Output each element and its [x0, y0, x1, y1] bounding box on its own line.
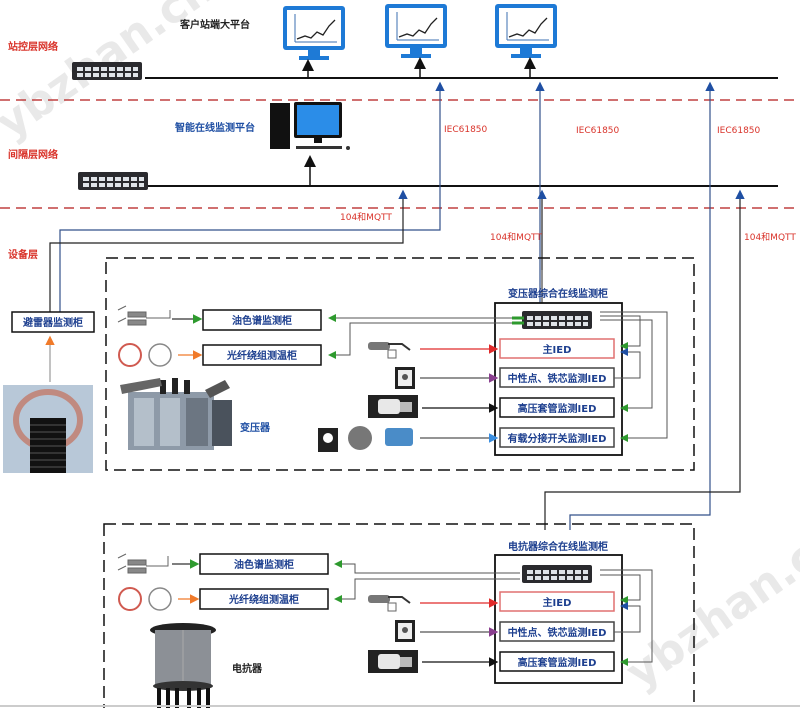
protocol-label-mqtt: 104和MQTT: [744, 232, 796, 243]
main-ied: [499, 338, 615, 359]
layer-label-station: 站控层网络: [8, 40, 58, 53]
link: [600, 319, 653, 412]
arrester-cabinet: [11, 311, 95, 333]
link: [614, 602, 641, 633]
fiber-sensor-icon: [118, 343, 172, 367]
transformer-section: [105, 257, 695, 471]
monitor-icon: [384, 3, 448, 59]
station-switch-icon: [72, 62, 142, 80]
mqtt-link: [49, 189, 408, 312]
ied-label: 高压套管监测IED: [518, 402, 597, 415]
reactor-main-cabinet-label: 电抗器综合在线监测柜: [508, 540, 608, 553]
reactor-icon: [150, 623, 216, 708]
fiber-cabinet-label: 光纤绕组测温柜: [226, 349, 297, 362]
oil-cabinet-label: 油色谱监测柜: [234, 558, 294, 571]
protocol-label-mqtt: 104和MQTT: [490, 232, 542, 243]
sensor-icon: [368, 342, 411, 359]
oil-chromatography-cabinet: [202, 309, 322, 331]
ct-sensor-icon: [395, 367, 415, 389]
oil-chromatography-cabinet: [199, 553, 329, 575]
ied-label: 高压套管监测IED: [518, 656, 597, 669]
transformer-main-cabinet-label: 变压器综合在线监测柜: [508, 287, 608, 300]
link: [600, 315, 641, 350]
fiber-sensor-icon: [118, 587, 172, 611]
gas-sensor-icon: [117, 553, 169, 574]
fiber-temp-cabinet: [202, 344, 322, 366]
ied-label: 中性点、铁芯监测IED: [508, 372, 607, 385]
watermark: ybzhan.cn: [617, 513, 800, 699]
bushing-sensor-icon: [368, 395, 418, 418]
oltc-ied: [499, 427, 615, 448]
iec-link: [59, 81, 445, 312]
layer-label-bay: 间隔层网络: [8, 148, 58, 161]
computer-icon: [270, 102, 350, 150]
main-ied: [499, 591, 615, 612]
bushing-sensor-icon: [368, 650, 418, 673]
link: [600, 311, 668, 442]
monitor-icon: [494, 3, 558, 59]
protocol-label-iec: IEC61850: [717, 126, 761, 136]
cabinet-switch-icon: [522, 565, 592, 583]
oltc-sensor-icon: [318, 426, 413, 452]
ied-label: 中性点、铁芯监测IED: [508, 626, 607, 639]
transformer-label: 变压器: [240, 421, 271, 434]
fiber-temp-cabinet: [199, 588, 329, 610]
monitor-icon: [282, 5, 346, 61]
reactor-section: [103, 523, 695, 708]
mqtt-link: [544, 189, 745, 530]
link: [334, 578, 520, 603]
layer-label-device: 设备层: [8, 248, 38, 261]
smart-platform-label: 智能在线监测平台: [175, 121, 255, 134]
oil-cabinet-label: 油色谱监测柜: [232, 314, 292, 327]
bay-switch-icon: [78, 172, 148, 190]
link: [600, 574, 641, 604]
protocol-label-iec: IEC61850: [444, 125, 488, 135]
sensor-icon: [368, 595, 411, 612]
link: [334, 560, 520, 574]
protocol-label-iec: IEC61850: [576, 126, 620, 136]
gas-sensor-icon: [117, 305, 171, 326]
link: [614, 348, 641, 379]
ct-sensor-icon: [395, 620, 415, 642]
protocol-label-mqtt: 104和MQTT: [340, 212, 392, 223]
ied-label: 主IED: [543, 343, 572, 356]
bushing-ied: [499, 651, 615, 672]
ied-label: 主IED: [543, 596, 572, 609]
transformer-icon: [120, 378, 232, 450]
cabinet-switch-icon: [522, 311, 592, 329]
arrester-cabinet-label: 避雷器监测柜: [22, 316, 83, 329]
link: [600, 569, 653, 666]
link: [328, 322, 520, 359]
customer-platform-label: 客户站端大平台: [179, 18, 250, 31]
iec-link: [569, 81, 715, 530]
arrester-photo: [3, 385, 93, 473]
ied-label: 有载分接开关监测IED: [508, 432, 607, 445]
fiber-cabinet-label: 光纤绕组测温柜: [228, 593, 299, 606]
reactor-label: 电抗器: [232, 662, 263, 675]
bushing-ied: [499, 397, 615, 418]
